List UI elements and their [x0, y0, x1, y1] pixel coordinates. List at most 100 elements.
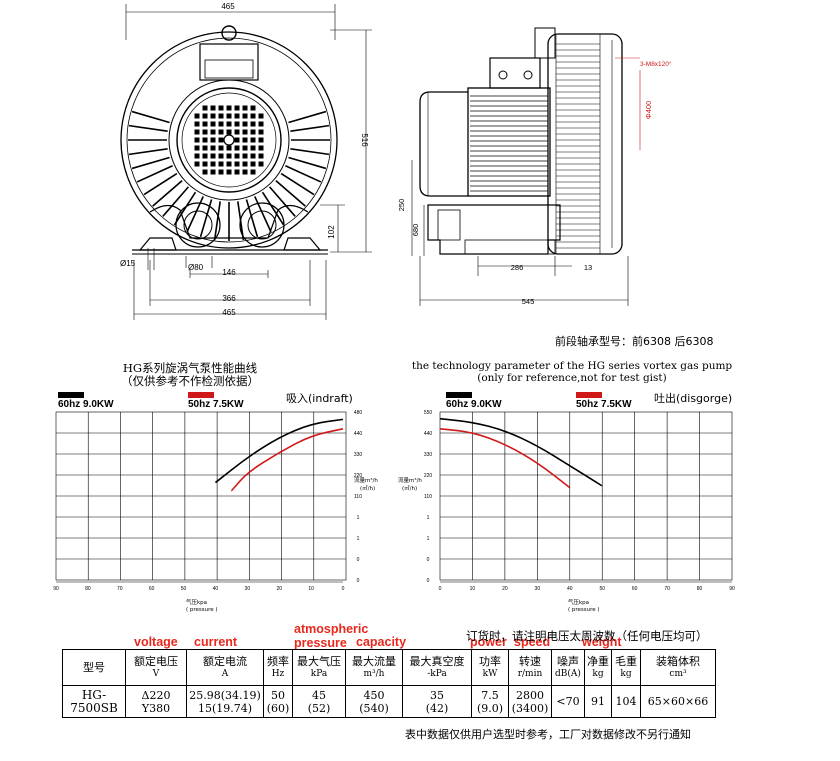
td-voltage-2: Y380: [141, 701, 171, 715]
grill-hole: [218, 161, 224, 167]
grill-hole: [194, 161, 200, 167]
grill-hole: [242, 137, 248, 143]
side-view-drawing: [411, 27, 641, 306]
label-atmospheric: atmospheric: [294, 622, 369, 636]
x-tick-label: 90: [729, 586, 735, 592]
td-power: 7.5(9.0): [471, 685, 509, 718]
grill-hole: [242, 113, 248, 119]
td-max-flow-1: 450: [363, 688, 385, 702]
th-net-weight-unit: kg: [592, 668, 604, 679]
right-legend-red-swatch: [576, 392, 602, 398]
th-speed-cn: 转速: [519, 654, 541, 668]
left-pressure-sub: ( pressure ): [186, 607, 218, 613]
housing-fin: [280, 172, 315, 196]
dim-port: Ø80: [188, 263, 204, 272]
grill-hole: [242, 161, 248, 167]
grill-hole: [242, 145, 248, 151]
grill-hole: [226, 169, 232, 175]
grill-hole: [194, 145, 200, 151]
left-chart-grid: [55, 411, 347, 583]
right-flow-sub: (㎥/h): [402, 484, 417, 492]
td-max-pressure: 45(52): [292, 685, 346, 718]
grill-hole: [226, 145, 232, 151]
td-current-2: 15(19.74): [197, 701, 253, 715]
dim-250: 250: [397, 199, 406, 212]
grill-hole: [234, 161, 240, 167]
td-net-weight: 91: [584, 685, 612, 718]
th-current-cn: 额定电流: [203, 654, 247, 668]
dim-465-top: 465: [221, 2, 235, 11]
th-max-flow-cn: 最大流量: [352, 654, 396, 668]
grill-hole: [234, 129, 240, 135]
grill-hole: [210, 145, 216, 151]
x-tick-label: 20: [502, 586, 508, 592]
right-pressure-sub: ( pressure ): [568, 607, 600, 613]
dim-screw: 3-M8x120°: [640, 60, 672, 68]
label-pressure: pressure: [294, 636, 347, 650]
grill-hole: [242, 105, 248, 111]
dim-680: 680: [411, 224, 420, 237]
th-max-flow-unit: m³/h: [363, 668, 385, 679]
x-tick-label: 40: [213, 586, 219, 592]
x-tick-label: 10: [308, 586, 314, 592]
right-legend-black-swatch: [446, 392, 472, 398]
th-voltage-unit: V: [152, 668, 160, 679]
housing-fin: [173, 191, 197, 226]
grill-hole: [218, 105, 224, 111]
th-noise-unit: dB(A): [555, 668, 581, 679]
housing-fin: [128, 148, 168, 156]
grill-hole: [210, 161, 216, 167]
x-tick-label: 70: [664, 586, 670, 592]
x-tick-label: 10: [470, 586, 476, 592]
label-capacity: capacity: [356, 635, 407, 649]
y-tick-label: 0: [427, 557, 430, 563]
dim-flange: Φ400: [644, 101, 653, 120]
th-power-unit: kW: [482, 668, 498, 679]
y-tick-label: 110: [354, 494, 362, 500]
y-tick-label: 440: [354, 431, 363, 437]
left-legend-red: 50hz 7.5KW: [188, 399, 244, 410]
grill-hole: [234, 113, 240, 119]
th-power-cn: 功率: [479, 654, 501, 668]
th-frequency-unit: Hz: [271, 668, 285, 679]
grill-hole: [242, 169, 248, 175]
td-frequency-1: 50: [271, 688, 285, 702]
series-curve: [439, 428, 571, 489]
td-gross-weight: 104: [611, 685, 641, 718]
td-frequency: 50(60): [263, 685, 293, 718]
grill-hole: [210, 121, 216, 127]
label-weight: weight: [582, 635, 622, 649]
grill-hole: [234, 105, 240, 111]
td-current: 25.98(34.19)15(19.74): [186, 685, 264, 718]
td-speed-2: (3400): [511, 701, 549, 715]
x-tick-label: 20: [276, 586, 282, 592]
grill-hole: [218, 169, 224, 175]
th-max-vacuum-unit: -kPa: [427, 668, 447, 679]
grill-hole: [202, 129, 208, 135]
label-power: power: [470, 635, 507, 649]
grill-hole: [202, 121, 208, 127]
chart-subtitle-cn: （仅供参考不作检测依据）: [121, 374, 259, 388]
grill-hole: [202, 105, 208, 111]
y-tick-label: 0: [427, 578, 430, 584]
y-tick-label: 220: [424, 473, 433, 479]
grill-hole: [218, 129, 224, 135]
grill-hole: [250, 145, 256, 151]
grill-hole: [258, 129, 264, 135]
grill-hole: [250, 121, 256, 127]
front-view-drawing: [120, 4, 372, 320]
chart-title-en: the technology parameter of the HG serie…: [412, 360, 733, 372]
left-legend-black-swatch: [58, 392, 84, 398]
dim-146: 146: [222, 268, 236, 277]
th-gross-weight-cn: 毛重: [615, 654, 637, 668]
grill-hole: [226, 121, 232, 127]
grill-hole: [234, 153, 240, 159]
grill-hole: [202, 137, 208, 143]
th-current-unit: A: [221, 668, 229, 679]
